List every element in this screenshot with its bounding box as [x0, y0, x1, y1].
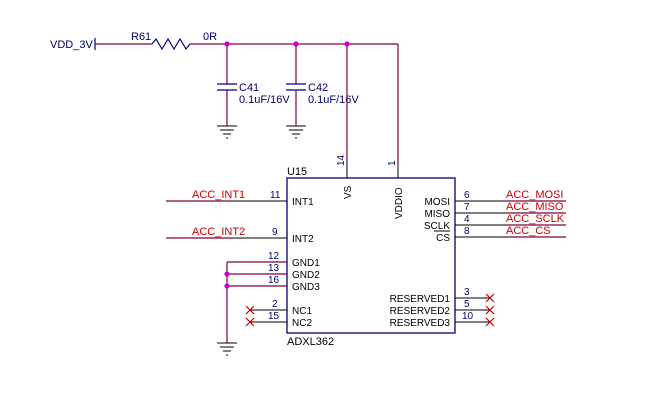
pin-name: RESERVED2 [390, 306, 451, 317]
junction-dot [224, 271, 230, 277]
no-connect-marker [485, 305, 495, 315]
pin-number: 2 [272, 299, 278, 310]
pin-number: 10 [462, 311, 474, 322]
pin-number: 6 [464, 190, 470, 201]
no-connect-marker [485, 317, 495, 327]
cap-value: 0.1uF/16V [308, 94, 359, 106]
pin-number: 8 [464, 226, 470, 237]
pin-name: MOSI [424, 197, 450, 208]
resistor-ref: R61 [131, 31, 151, 43]
pin-name: VS [343, 185, 354, 199]
pin-name: CS [436, 233, 450, 244]
pin-name: SCLK [424, 221, 450, 232]
chip-part: ADXL362 [287, 336, 334, 348]
pin-name: NC1 [292, 306, 312, 317]
pin-number: 12 [268, 251, 280, 262]
pin-name: MISO [424, 209, 450, 220]
pin-number: 15 [268, 311, 280, 322]
pin-number: 11 [270, 190, 281, 201]
no-connect-marker [485, 293, 495, 303]
net-label-acc-int2: ACC_INT2 [192, 226, 245, 238]
chip-ref: U15 [287, 166, 307, 178]
cap-ref: C41 [239, 82, 259, 94]
junction-dot [224, 41, 230, 47]
net-label-acc-sclk: ACC_SCLK [506, 213, 565, 225]
pin-name: GND2 [292, 270, 320, 281]
pin-name: RESERVED1 [390, 294, 451, 305]
pin-number: 9 [272, 227, 278, 238]
power-net-label: VDD_3V [50, 39, 93, 51]
net-label-acc-int1: ACC_INT1 [192, 189, 245, 201]
net-label-acc-cs: ACC_CS [506, 225, 551, 237]
pin-number: 7 [464, 202, 470, 213]
capacitor-c42: C42 0.1uF/16V [286, 44, 359, 139]
pin-number: 13 [268, 263, 280, 274]
capacitor-c41: C41 0.1uF/16V [217, 44, 290, 139]
pin-number: 14 [336, 154, 347, 166]
net-label-acc-miso: ACC_MISO [506, 201, 564, 213]
junction-dot [344, 41, 350, 47]
pin-name: VDDIO [394, 187, 405, 219]
resistor-symbol [151, 37, 191, 51]
pin-number: 3 [464, 287, 470, 298]
power-rail: VDD_3V R61 0R [50, 31, 398, 51]
pin-name: INT2 [292, 234, 314, 245]
pin-name: GND3 [292, 282, 320, 293]
net-label-acc-mosi: ACC_MOSI [506, 189, 563, 201]
chip-body [286, 177, 456, 334]
pin-name: INT1 [292, 197, 314, 208]
cap-value: 0.1uF/16V [239, 94, 290, 106]
pin-name: GND1 [292, 258, 320, 269]
pin-number: 16 [268, 275, 280, 286]
no-connect-marker [245, 317, 255, 327]
junction-dot [224, 283, 230, 289]
no-connect-marker [245, 305, 255, 315]
pin-number: 4 [464, 214, 470, 225]
pin-number: 1 [387, 160, 398, 166]
resistor-value: 0R [203, 31, 217, 43]
pin-name: RESERVED3 [390, 318, 451, 329]
pin-name: NC2 [292, 318, 312, 329]
cap-ref: C42 [308, 82, 328, 94]
pin-number: 5 [464, 299, 470, 310]
junction-dot [293, 41, 299, 47]
